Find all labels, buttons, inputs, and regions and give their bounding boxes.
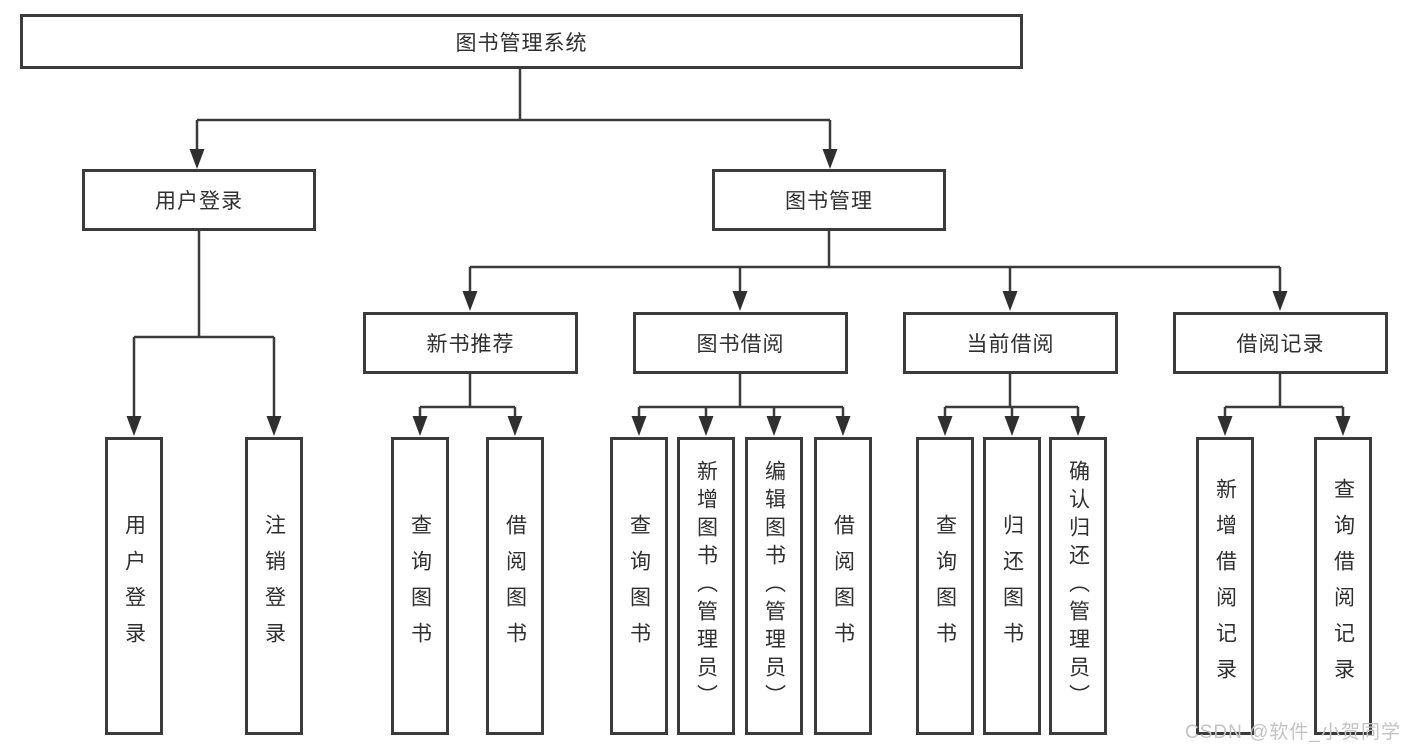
node-root: 图书管理系统 <box>20 14 1023 69</box>
node-leaf-query-books-3: 查询图书 <box>916 437 974 735</box>
node-book-management: 图书管理 <box>712 169 946 231</box>
node-leaf-edit-book-admin: 编辑图书（管理员） <box>745 437 803 735</box>
node-current-borrowing: 当前借阅 <box>903 312 1118 374</box>
node-leaf-add-book-admin: 新增图书（管理员） <box>677 437 735 735</box>
watermark: CSDN @软件_小贺同学 <box>1185 722 1401 743</box>
node-leaf-return-book-label: 归还图书 <box>1000 514 1024 658</box>
node-leaf-borrow-books-2-label: 借阅图书 <box>831 514 855 658</box>
node-leaf-borrow-books-1: 借阅图书 <box>486 437 544 735</box>
node-leaf-query-borrow-record-label: 查询借阅记录 <box>1331 478 1355 694</box>
node-leaf-add-borrow-record-label: 新增借阅记录 <box>1213 478 1237 694</box>
node-leaf-query-books-2: 查询图书 <box>610 437 668 735</box>
node-leaf-return-book: 归还图书 <box>983 437 1041 735</box>
arrowheads <box>126 149 1351 436</box>
node-leaf-add-book-admin-label: 新增图书（管理员） <box>694 460 718 712</box>
node-book-management-label: 图书管理 <box>785 190 873 213</box>
node-leaf-logout: 注销登录 <box>245 437 303 735</box>
node-leaf-borrow-books-1-label: 借阅图书 <box>503 514 527 658</box>
node-leaf-confirm-return-admin-label: 确认归还（管理员） <box>1066 460 1090 712</box>
node-leaf-query-books-2-label: 查询图书 <box>627 514 651 658</box>
node-leaf-user-login: 用户登录 <box>105 437 163 735</box>
node-current-borrowing-label: 当前借阅 <box>966 333 1055 356</box>
node-new-book-recommend-label: 新书推荐 <box>426 333 515 356</box>
node-leaf-logout-label: 注销登录 <box>262 514 286 658</box>
node-root-label: 图书管理系统 <box>455 31 588 55</box>
node-leaf-borrow-books-2: 借阅图书 <box>814 437 872 735</box>
node-leaf-query-books-1: 查询图书 <box>391 437 449 735</box>
node-new-book-recommend: 新书推荐 <box>363 312 578 374</box>
node-leaf-edit-book-admin-label: 编辑图书（管理员） <box>762 460 786 712</box>
node-borrow-records: 借阅记录 <box>1173 312 1388 374</box>
node-leaf-confirm-return-admin: 确认归还（管理员） <box>1049 437 1107 735</box>
node-leaf-query-books-3-label: 查询图书 <box>933 514 957 658</box>
node-borrow-records-label: 借阅记录 <box>1236 333 1325 356</box>
node-leaf-query-borrow-record: 查询借阅记录 <box>1314 437 1372 735</box>
node-book-borrowing-label: 图书借阅 <box>696 333 785 356</box>
connector-stroke-path <box>132 69 1345 418</box>
node-leaf-user-login-label: 用户登录 <box>122 514 146 658</box>
node-user-login: 用户登录 <box>82 169 316 231</box>
node-user-login-label: 用户登录 <box>155 190 243 213</box>
node-book-borrowing: 图书借阅 <box>633 312 848 374</box>
node-leaf-add-borrow-record: 新增借阅记录 <box>1196 437 1254 735</box>
node-leaf-query-books-1-label: 查询图书 <box>408 514 432 658</box>
